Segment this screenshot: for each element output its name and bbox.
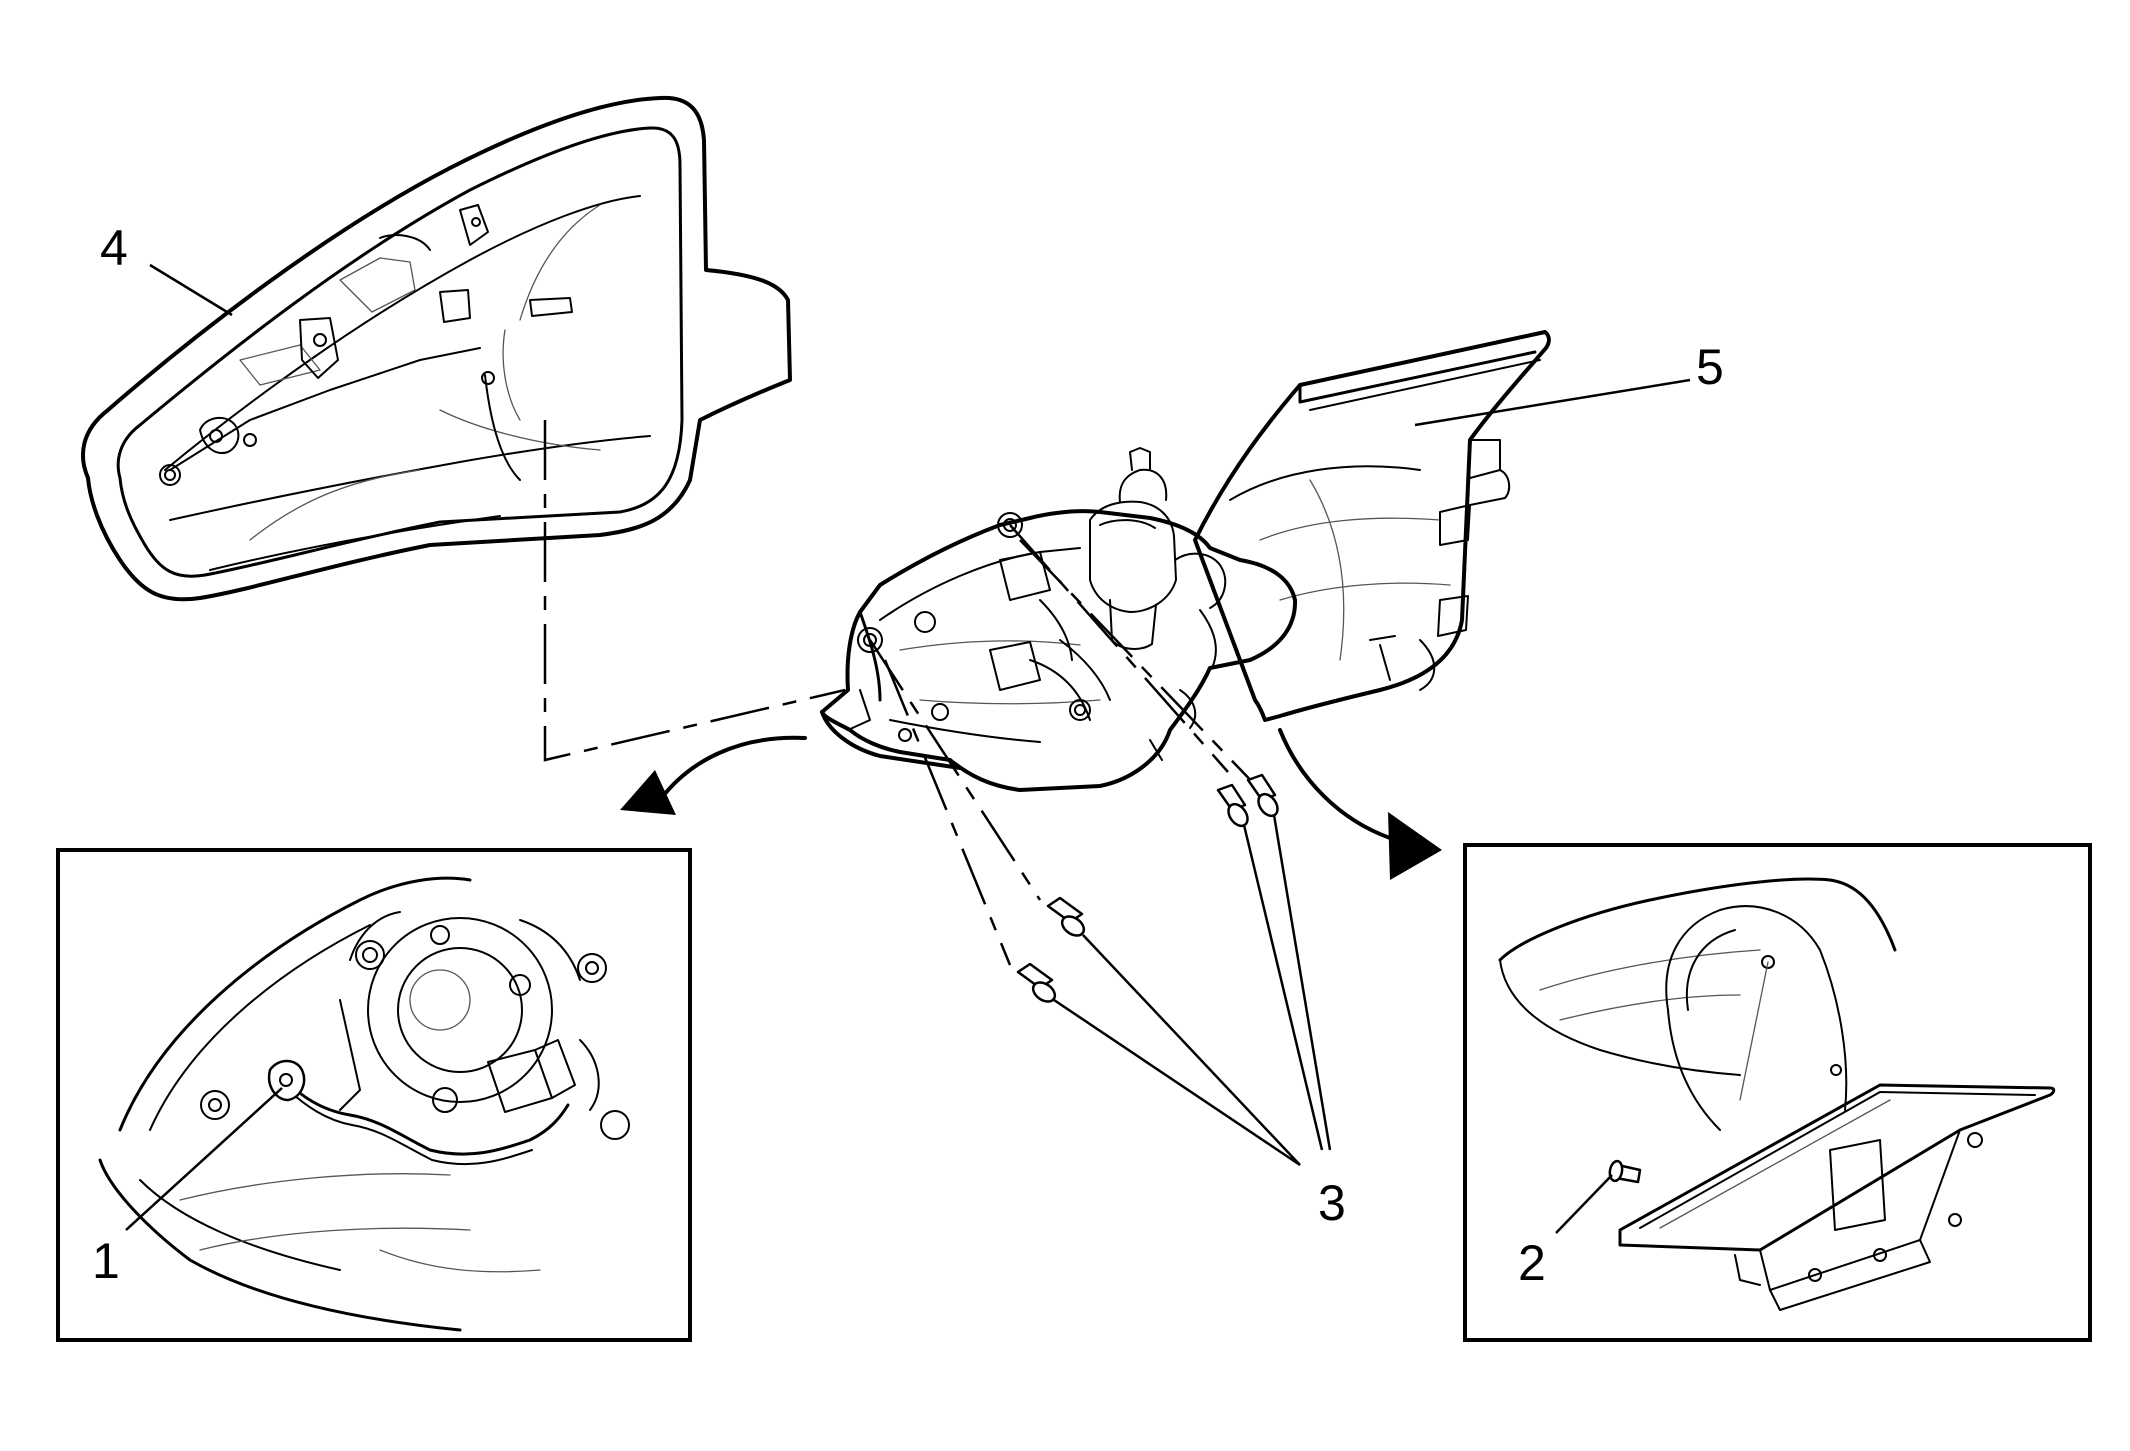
callout-3: 3	[1318, 1175, 1346, 1231]
alignment-line-screw-b	[883, 659, 1012, 966]
screw-d	[1246, 773, 1279, 818]
alignment-line-screw-d	[1019, 539, 1261, 791]
screw-c	[1216, 783, 1249, 828]
alignment-line-screw-a	[868, 639, 1042, 901]
curved-arrow-right	[1278, 728, 1442, 880]
screw-b	[1016, 962, 1057, 1003]
callout-1: 1	[92, 1233, 120, 1289]
curved-arrow-left	[620, 735, 807, 815]
leader-3-a	[1082, 934, 1301, 1166]
screw-a	[1046, 896, 1086, 937]
leader-3-b	[1053, 998, 1301, 1167]
callout-4: 4	[100, 220, 128, 276]
detail-left-content	[98, 876, 630, 1332]
leader-3-d	[1272, 814, 1332, 1151]
callout-5: 5	[1696, 339, 1724, 395]
leader-3-c	[1242, 824, 1324, 1151]
alignment-line-cover	[543, 420, 846, 762]
leader-1	[125, 1087, 283, 1231]
mirror-glass	[1193, 330, 1551, 722]
leader-4	[149, 263, 233, 317]
leader-5	[1414, 378, 1691, 427]
mirror-housing-cover	[80, 95, 792, 602]
detail-box-left	[56, 848, 692, 1342]
leader-2	[1555, 1174, 1613, 1234]
callout-2: 2	[1518, 1235, 1546, 1291]
detail-right-content	[1498, 877, 2056, 1311]
detail-box-right	[1463, 843, 2092, 1342]
